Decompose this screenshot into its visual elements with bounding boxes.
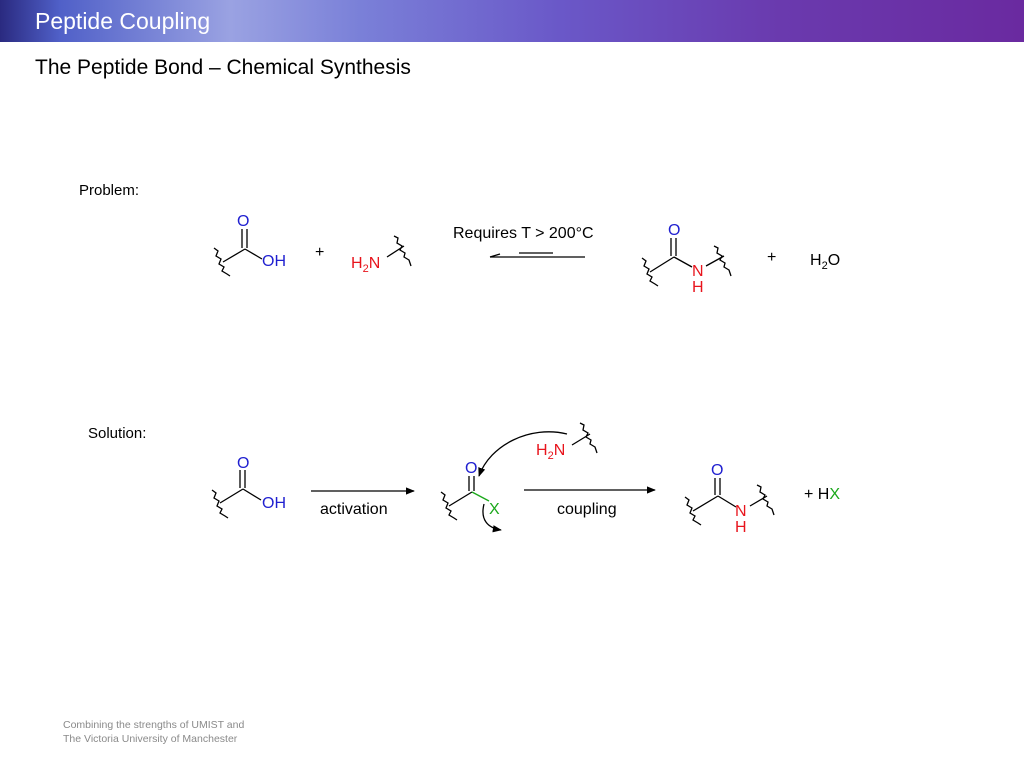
byproduct-label: + HX bbox=[804, 486, 840, 503]
bond bbox=[717, 495, 737, 508]
wavy-bond bbox=[579, 422, 598, 454]
slide-title: Peptide Coupling bbox=[35, 8, 211, 34]
oxygen-label: O bbox=[465, 460, 477, 477]
activated-acyl bbox=[440, 476, 490, 521]
wavy-bond bbox=[756, 484, 775, 516]
wavy-bond bbox=[641, 257, 659, 287]
equilibrium-arrows bbox=[489, 252, 585, 258]
nitrogen-label: N bbox=[735, 503, 747, 520]
oxygen-label: O bbox=[711, 462, 723, 479]
condition-label: Requires T > 200°C bbox=[453, 225, 594, 242]
leaving-group-arrow bbox=[482, 503, 502, 533]
coupling-label: coupling bbox=[557, 501, 617, 518]
wavy-bond bbox=[440, 491, 458, 521]
wavy-bond bbox=[213, 247, 231, 277]
amine-bonds bbox=[386, 235, 412, 267]
plus-sign: + bbox=[315, 244, 324, 261]
amine-label: H2N bbox=[351, 255, 380, 275]
plus-sign: + bbox=[767, 249, 776, 266]
amine-label: H2N bbox=[536, 442, 565, 462]
solution-carboxylic-acid bbox=[211, 470, 262, 519]
bond bbox=[222, 248, 246, 263]
footer: Combining the strengths of UMIST and The… bbox=[63, 718, 244, 746]
bond bbox=[242, 488, 262, 501]
bond bbox=[673, 256, 693, 268]
amine-bonds bbox=[571, 422, 598, 454]
hydrogen-label: H bbox=[735, 519, 747, 536]
oxygen-label: O bbox=[237, 213, 249, 230]
wavy-bond bbox=[393, 235, 412, 267]
header-bar: Peptide Coupling bbox=[0, 0, 1024, 42]
footer-line-2: The Victoria University of Manchester bbox=[63, 733, 238, 745]
nitrogen-label: N bbox=[692, 263, 704, 280]
oxygen-label: O bbox=[237, 455, 249, 472]
slide-subtitle: The Peptide Bond – Chemical Synthesis bbox=[35, 56, 411, 79]
reverse-arrowhead bbox=[489, 253, 501, 258]
bond bbox=[692, 495, 719, 512]
wavy-bond bbox=[713, 245, 732, 277]
oxygen-label: O bbox=[668, 222, 680, 239]
bond bbox=[649, 256, 675, 273]
leaving-group-label: X bbox=[489, 501, 500, 518]
hydroxyl-label: OH bbox=[262, 253, 286, 270]
solution-amide bbox=[684, 478, 775, 526]
leaving-group-bond bbox=[471, 491, 490, 502]
activation-label: activation bbox=[320, 501, 388, 518]
wavy-bond bbox=[211, 489, 229, 519]
footer-line-1: Combining the strengths of UMIST and bbox=[63, 719, 245, 731]
bond bbox=[244, 248, 263, 260]
bond bbox=[448, 491, 473, 507]
problem-label: Problem: bbox=[79, 182, 140, 199]
nucleophilic-attack-arrow bbox=[478, 431, 568, 477]
water-label: H2O bbox=[810, 252, 840, 272]
solution-label: Solution: bbox=[88, 425, 147, 442]
problem-carboxylic-acid bbox=[213, 229, 263, 277]
hydrogen-label: H bbox=[692, 279, 704, 296]
problem-amide bbox=[641, 238, 732, 287]
wavy-bond bbox=[684, 496, 702, 526]
hydroxyl-label: OH bbox=[262, 495, 286, 512]
bond bbox=[219, 488, 244, 504]
